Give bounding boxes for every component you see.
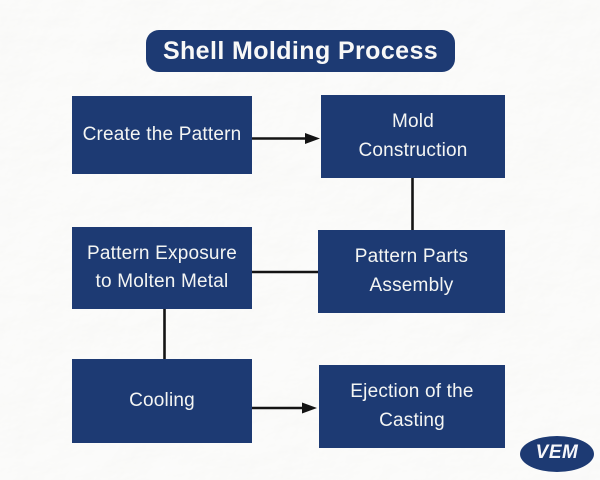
step-label: Pattern Parts Assembly — [354, 246, 469, 296]
step-create-the-pattern: Create the Pattern — [72, 96, 252, 174]
step-cooling: Cooling — [72, 359, 252, 443]
step-label: Create the Pattern — [82, 123, 242, 145]
step-label: Cooling — [129, 389, 195, 411]
step-ejection-of-the-casting: Ejection of the Casting — [319, 365, 505, 448]
step-label: Mold Construction — [358, 111, 468, 161]
arrow-create-to-mold — [252, 133, 320, 144]
step-pattern-exposure-to-molten-metal: Pattern Exposure to Molten Metal — [72, 227, 252, 309]
vem-logo-text: VEM — [535, 442, 579, 463]
arrow-cooling-to-ejection — [252, 402, 317, 414]
title-banner: Shell Molding Process — [146, 30, 455, 72]
vem-logo: VEM — [520, 436, 594, 472]
step-pattern-parts-assembly: Pattern Parts Assembly — [318, 230, 505, 313]
step-label: Ejection of the Casting — [350, 381, 474, 431]
step-mold-construction: Mold Construction — [321, 95, 505, 178]
page-title: Shell Molding Process — [162, 36, 439, 65]
step-label: Pattern Exposure to Molten Metal — [86, 242, 237, 293]
